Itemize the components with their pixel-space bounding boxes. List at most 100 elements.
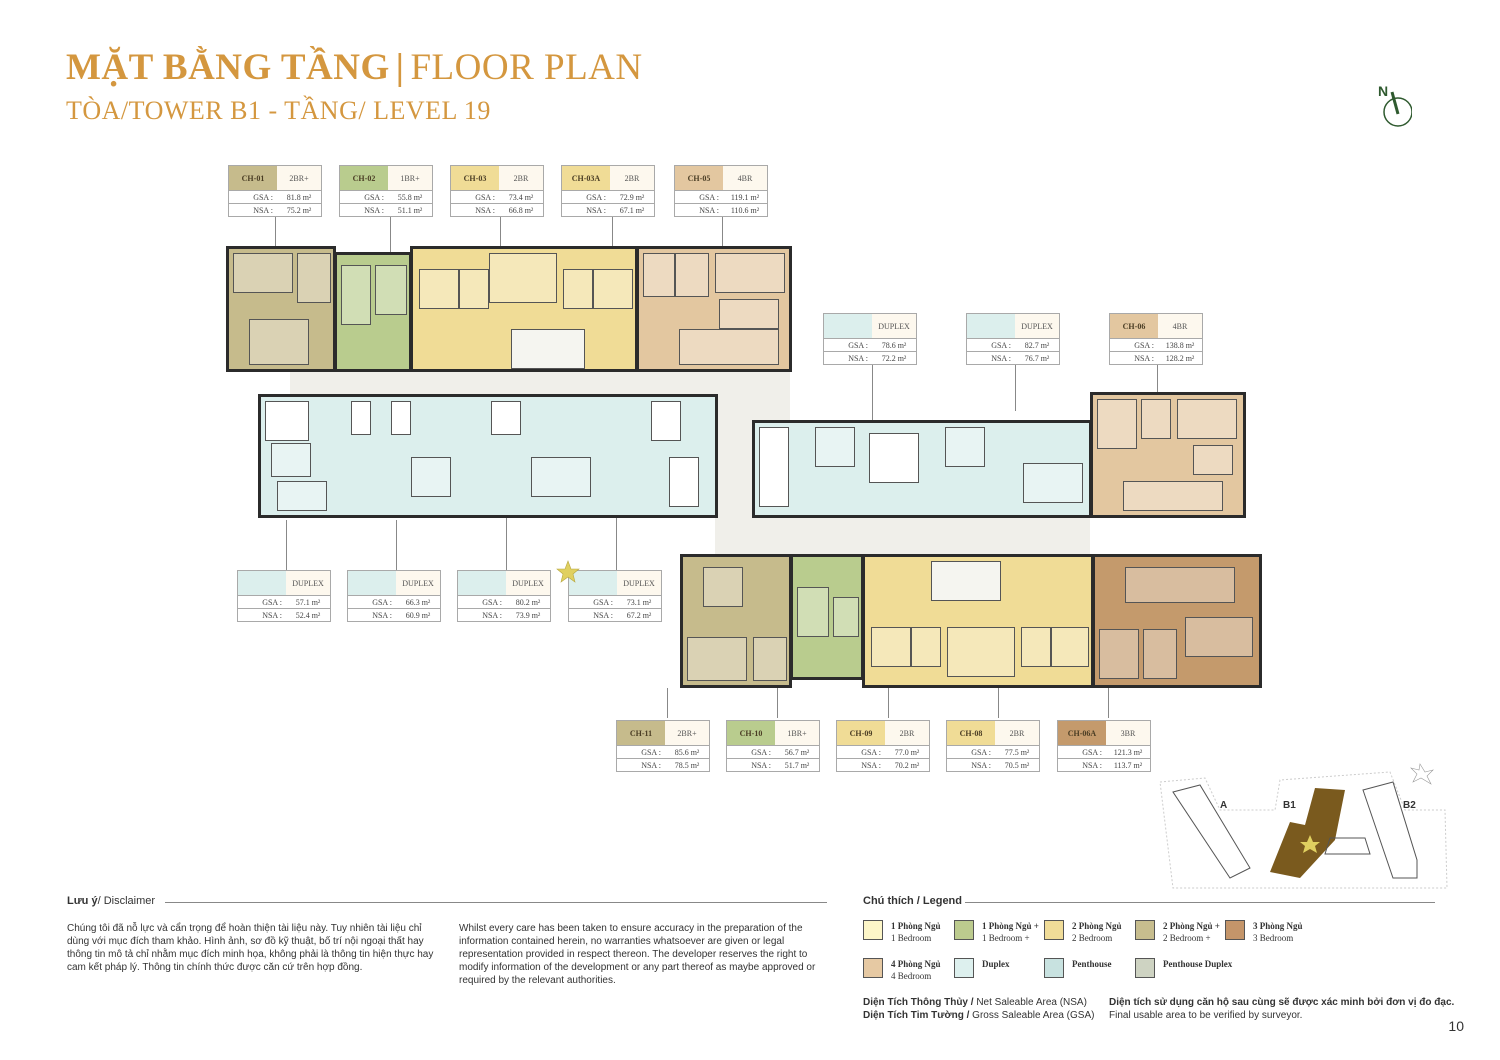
gsa-label: GSA :	[991, 340, 1011, 350]
unit-type: 2BR	[995, 721, 1039, 745]
duplex-strip-west[interactable]	[258, 394, 718, 518]
gsa-value: 119.1 m²	[730, 192, 760, 202]
disclaimer-title: Lưu ý/ Disclaimer	[67, 895, 155, 907]
gsa-value: 73.4 m²	[508, 192, 534, 202]
gsa-label: GSA :	[475, 192, 495, 202]
leader-line	[500, 216, 501, 246]
unit-ch-06a[interactable]	[1092, 554, 1262, 688]
nsa-value: 75.2 m²	[286, 205, 312, 215]
unit-type: DUPLEX	[396, 571, 440, 595]
corridor	[750, 515, 1090, 557]
leader-line	[396, 520, 397, 570]
gsa-value: 72.9 m²	[619, 192, 645, 202]
legend-swatch	[1225, 920, 1245, 940]
nsa-label: NSA :	[991, 353, 1011, 363]
nsa-value: 110.6 m²	[730, 205, 760, 215]
disclaimer-title-en: / Disclaimer	[97, 895, 156, 907]
legend-swatch	[954, 958, 974, 978]
gsa-label: GSA :	[1082, 747, 1102, 757]
unit-code: CH-05	[675, 166, 723, 190]
nsa-value: 70.2 m²	[894, 760, 920, 770]
page-number: 10	[1448, 1018, 1464, 1034]
gsa-label: GSA :	[262, 597, 282, 607]
gsa-label-en: Gross Saleable Area (GSA)	[969, 1010, 1095, 1021]
legend-label-vi: Duplex	[982, 959, 1010, 969]
unit-type: 2BR+	[665, 721, 709, 745]
legend-label-vi: Penthouse	[1072, 959, 1112, 969]
unit-code: CH-06	[1110, 314, 1158, 338]
unit-type: DUPLEX	[1015, 314, 1059, 338]
disclaimer-text-en: Whilst every care has been taken to ensu…	[459, 923, 816, 986]
gsa-value: 73.1 m²	[626, 597, 652, 607]
unit-card-duplex[interactable]: DUPLEX GSA :73.1 m² NSA :67.2 m²	[568, 570, 662, 622]
unit-card-duplex[interactable]: DUPLEX GSA :80.2 m² NSA :73.9 m²	[457, 570, 551, 622]
unit-code	[348, 571, 396, 595]
unit-code: CH-03	[451, 166, 499, 190]
unit-ch-02[interactable]	[334, 252, 412, 372]
legend-swatch	[863, 958, 883, 978]
unit-card-duplex[interactable]: DUPLEX GSA :82.7 m² NSA :76.7 m²	[966, 313, 1060, 365]
unit-ch-03-03a[interactable]	[410, 246, 638, 372]
legend-label-vi: 3 Phòng Ngủ	[1253, 921, 1303, 931]
unit-type: 2BR	[885, 721, 929, 745]
nsa-label: NSA :	[1134, 353, 1154, 363]
unit-type: DUPLEX	[872, 314, 916, 338]
unit-ch-10[interactable]	[790, 554, 864, 680]
unit-card-duplex[interactable]: DUPLEX GSA :66.3 m² NSA :60.9 m²	[347, 570, 441, 622]
gsa-label: GSA :	[593, 597, 613, 607]
unit-card-duplex[interactable]: DUPLEX GSA :78.6 m² NSA :72.2 m²	[823, 313, 917, 365]
unit-ch-09-08[interactable]	[862, 554, 1094, 688]
legend-label-vi: 2 Phòng Ngủ	[1072, 921, 1122, 931]
site-key-plan: A B1 B2	[1159, 763, 1448, 889]
gsa-label: GSA :	[1134, 340, 1154, 350]
corridor	[290, 372, 750, 394]
gsa-value: 80.2 m²	[515, 597, 541, 607]
gsa-value: 121.3 m²	[1113, 747, 1143, 757]
unit-ch-11[interactable]	[680, 554, 792, 688]
unit-ch-06[interactable]	[1090, 392, 1246, 518]
unit-code: CH-01	[229, 166, 277, 190]
unit-ch-01[interactable]	[226, 246, 336, 372]
page-subtitle: TÒA/TOWER B1 - TẦNG/ LEVEL 19	[66, 96, 491, 125]
area-definitions: Diện Tích Thông Thủy / Net Saleable Area…	[863, 996, 1094, 1022]
legend-label-en: 1 Bedroom +	[982, 933, 1030, 943]
unit-type: DUPLEX	[506, 571, 550, 595]
unit-type: 1BR+	[775, 721, 819, 745]
legend-label-vi: 4 Phòng Ngủ	[891, 959, 941, 969]
nsa-label: NSA :	[861, 760, 881, 770]
verification-note: Diện tích sử dụng căn hộ sau cùng sẽ đượ…	[1109, 996, 1454, 1022]
gsa-label: GSA :	[861, 747, 881, 757]
nsa-value: 51.1 m²	[397, 205, 423, 215]
leader-line	[722, 216, 723, 246]
gsa-value: 56.7 m²	[784, 747, 810, 757]
nsa-label: NSA :	[971, 760, 991, 770]
duplex-strip-east[interactable]	[752, 420, 1092, 518]
gsa-value: 77.0 m²	[894, 747, 920, 757]
leader-line	[286, 520, 287, 570]
gsa-label: GSA :	[586, 192, 606, 202]
unit-code	[238, 571, 286, 595]
unit-card-duplex[interactable]: DUPLEX GSA :57.1 m² NSA :52.4 m²	[237, 570, 331, 622]
gsa-value: 81.8 m²	[286, 192, 312, 202]
unit-type: 1BR+	[388, 166, 432, 190]
unit-code	[967, 314, 1015, 338]
gsa-label: GSA :	[641, 747, 661, 757]
unit-ch-05[interactable]	[636, 246, 792, 372]
nsa-value: 76.7 m²	[1024, 353, 1050, 363]
nsa-label: NSA :	[482, 610, 502, 620]
legend-swatch	[1044, 958, 1064, 978]
unit-code: CH-10	[727, 721, 775, 745]
